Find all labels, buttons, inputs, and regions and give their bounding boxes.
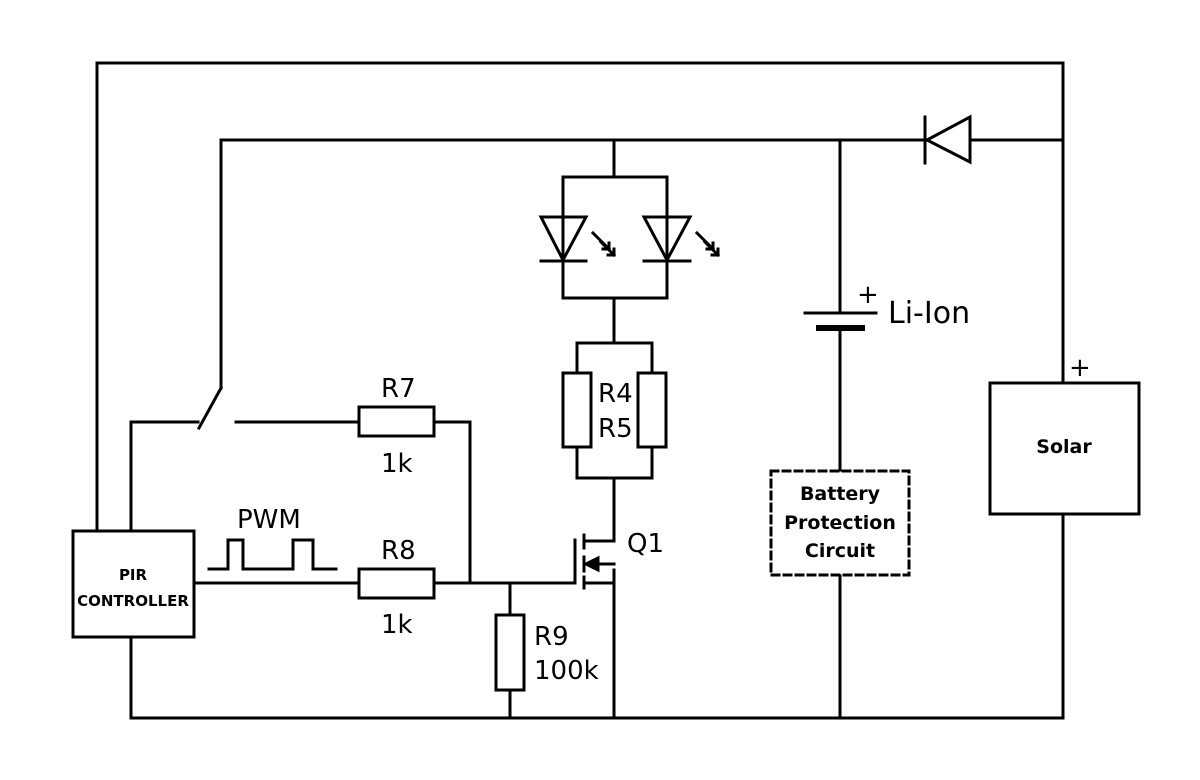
bpc-label-line2: Protection [784,512,896,534]
solar-panel-box [988,381,1141,516]
r8-label: R8 [381,536,416,566]
resistor-icon-r5 [636,371,668,449]
r7-label: R7 [381,374,416,404]
r5-label: R5 [598,414,633,444]
r8-value: 1k [381,610,413,640]
resistor-icon-r4 [561,371,593,449]
wires [95,61,1065,720]
bpc-label-line1: Battery [800,483,881,505]
resistor-icon-r7 [357,405,436,438]
pir-controller-box [71,529,196,639]
battery-label: Li-Ion [888,296,970,331]
solar-label: Solar [1036,436,1092,458]
battery-icon [803,311,878,331]
r7-value: 1k [381,449,413,479]
battery-plus-label: + [857,280,879,310]
r9-label: R9 [534,622,569,652]
pwm-label: PWM [237,505,301,535]
bpc-label-line3: Circuit [805,540,875,562]
solar-plus-label: + [1069,353,1091,383]
mosfet-icon [573,530,616,590]
pwm-waveform [207,538,338,571]
led-icon-left [538,215,617,264]
r9-value: 100k [534,656,599,686]
pir-label-line1: PIR [119,566,148,584]
resistor-icon-r9 [494,613,526,692]
led-array [538,175,721,300]
r4-r5-parallel [561,341,668,480]
pir-label-line2: CONTROLLER [77,592,189,610]
resistor-icon-r8 [357,567,436,600]
battery-protection-box [769,469,911,577]
r4-label: R4 [598,379,633,409]
diode-icon [923,114,972,165]
switch-icon [196,385,224,431]
led-icon-right [641,215,721,264]
q1-label: Q1 [627,529,664,559]
